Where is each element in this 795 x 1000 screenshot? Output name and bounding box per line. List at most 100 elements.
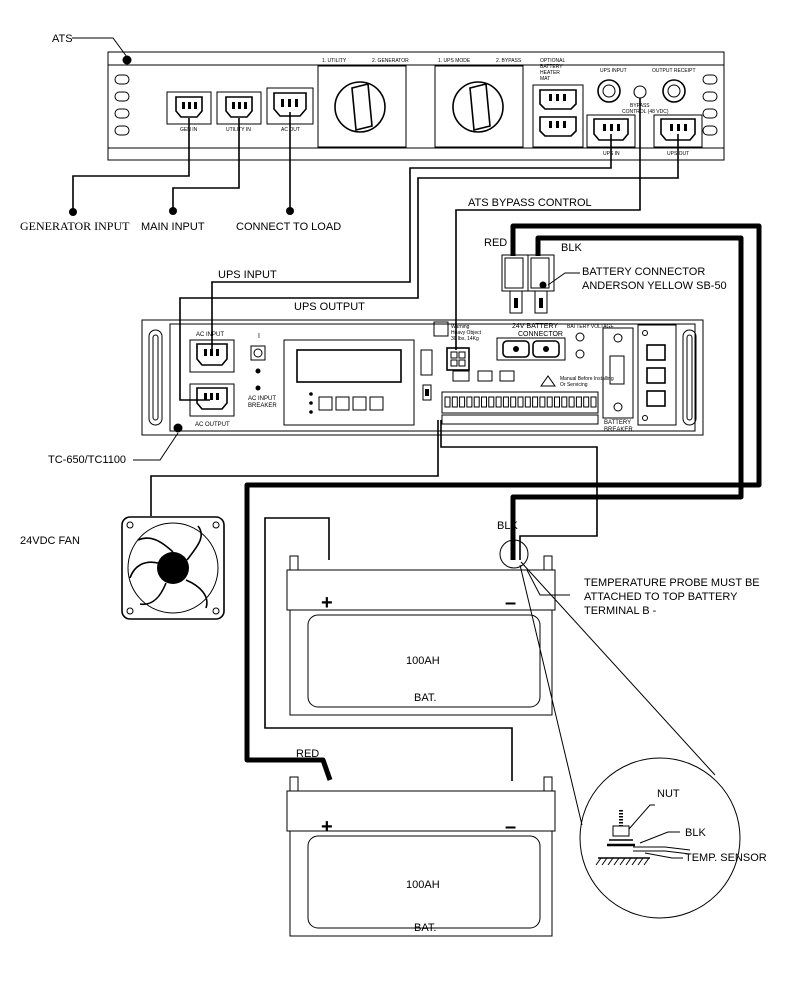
rotary-knob-icon [351,82,373,132]
ats-unit: GEN IN UTILITY IN AC OUT 1. UTILITY 2. [107,51,725,161]
ac-input-label: AC INPUT [196,332,224,338]
terminal-slot [554,396,560,408]
bypass-control-connector: BYPASS CONTROL (48 VDC) [622,85,669,115]
comm-card [637,324,677,426]
generator-input-label: GENERATOR INPUT [20,219,130,233]
temp-probe-note-3: TERMINAL B - [584,605,657,617]
rj45-port [646,344,666,361]
switch1-right-label: 2. GENERATOR [372,58,409,64]
ground-hatch-line [637,857,644,866]
power-switch [250,345,266,361]
battery-interconnect-wire [264,517,513,781]
ups-unit: AC INPUT AC OUTPUT I AC INPUT BREAKER [141,319,704,436]
terminal-slot [561,396,568,408]
ground-hatch-line [625,857,632,866]
terminal-slot [568,396,575,408]
temp-probe-note-1: TEMPERATURE PROBE MUST BE [584,577,760,589]
ground-hatch-line [631,857,638,866]
fan-label: 24VDC FAN [20,535,80,547]
ups-input-label: UPS INPUT [218,269,277,281]
blk-mid-label: BLK [497,520,518,532]
power-mark: I [258,333,260,340]
red-top-label: RED [484,237,507,249]
temp-probe-note-2: ATTACHED TO TOP BATTERY [584,591,738,603]
ats-input-wires [69,112,294,216]
battery-top: + – 100AH BAT. [286,555,556,716]
switch2-left-label: 1. UPS MODE [438,58,471,64]
nut-label: NUT [657,788,680,800]
terminal-slot [451,396,458,408]
panel-button [369,396,384,411]
optional-label-2: BATTERY [540,64,563,70]
ups-screw-icon [173,423,183,433]
red-bottom-label: RED [296,748,319,760]
fan-icon [121,516,225,620]
ups-bypass-port [446,347,470,371]
battery-connector-label-2: ANDERSON YELLOW SB-50 [582,280,727,292]
ats-to-ups-wires [179,98,679,401]
temp-probe-detail [519,561,741,919]
optional-label-4: MAT [540,76,550,82]
terminal-slot [502,396,509,408]
terminal-block [441,391,599,425]
terminal-slot [473,396,480,408]
panel-button [335,396,350,411]
blk-detail-label: BLK [685,827,706,839]
terminal-slot [510,396,517,408]
terminal-slot [481,396,487,408]
rotary-knob-icon [469,82,491,132]
battery-breaker-label-2: BREAKER [604,427,633,433]
ats-screw-icon [122,55,132,65]
terminal-slot [444,396,451,408]
terminal-slot [575,396,582,408]
battery-bottom-capacity: 100AH [406,879,440,891]
battery-top-minus: – [505,592,516,614]
db9-port [420,349,433,376]
rj45-port [646,367,666,384]
terminal-slot [524,396,531,408]
optional-label-3: HEATER [540,70,560,76]
caution-icon [540,375,556,387]
battery-bottom: + – 100AH BAT. [286,776,556,937]
ac-output-label: AC OUTPUT [195,422,230,428]
battery-bottom-minus: – [505,816,516,838]
rj45-port [646,390,666,407]
ac-breaker-label-2: BREAKER [248,403,277,409]
battery-breaker-label-1: BATTERY [604,420,631,426]
battery-bottom-plus: + [321,816,333,838]
switch2-right-label: 2. BYPASS [496,58,522,64]
battery-top-plus: + [321,592,333,614]
warning-icon [433,321,449,337]
warning-label-1: Warning [451,324,470,330]
main-input-label: MAIN INPUT [141,221,205,233]
output-receipt-connector: OUTPUT RECEIPT [652,68,696,103]
warning-label-3: 30 lbs, 14Kg [451,336,479,342]
ups-bypass-selector: 1. UPS MODE 2. BYPASS [434,58,524,148]
terminal-slot [590,396,597,408]
battery-top-label: BAT. [414,692,436,704]
terminal-slot [488,396,495,408]
battery-breaker [602,327,634,419]
output-receipt-label: OUTPUT RECEIPT [652,68,696,74]
ground-hatch-line [601,857,608,866]
battery-voltage-label: BATTERY VOLTAGE [567,324,614,330]
blk-top-label: BLK [561,242,582,254]
warning-label-2: Heavy Object [451,330,482,336]
ground-hatch-line [607,857,614,866]
lcd-bezel [283,339,415,426]
terminal-slot [459,396,466,408]
ground-hatch-line [595,857,602,866]
connect-to-load-label: CONNECT TO LOAD [236,221,341,233]
battery-bottom-label: BAT. [414,922,436,934]
tc-model-label: TC-650/TC1100 [48,454,126,466]
terminal-slot [546,396,553,408]
ats-label: ATS [52,33,73,45]
switch1-left-label: 1. UTILITY [322,58,347,64]
battery-top-capacity: 100AH [406,655,440,667]
anderson-battery-connector [501,254,555,314]
optional-heater-mat-outlets: OPTIONAL BATTERY HEATER MAT [532,58,584,148]
caution-label-2: Or Servicing [560,382,588,388]
ups-output-label: UPS OUTPUT [294,301,365,313]
battery-cables [244,223,762,781]
